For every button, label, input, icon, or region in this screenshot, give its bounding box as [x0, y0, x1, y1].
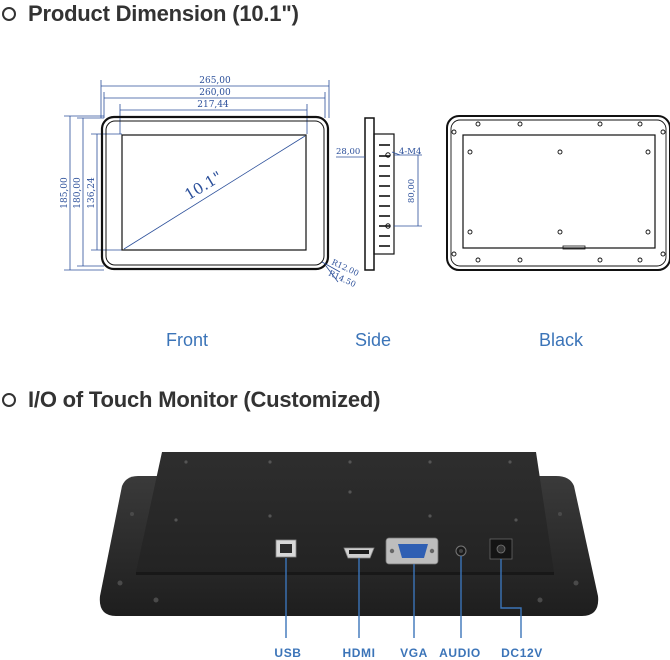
dim-width-mid: 260,00	[199, 88, 231, 98]
case-screw	[428, 460, 432, 464]
mounting-hole	[637, 257, 643, 263]
case-screw	[184, 460, 188, 464]
case-screw	[268, 514, 272, 518]
dim-diagonal: 10.1"	[182, 168, 226, 204]
mounting-hole	[451, 129, 457, 135]
case-screw	[348, 460, 352, 464]
port-label-vga: VGA	[400, 646, 428, 660]
port-label-hdmi: HDMI	[342, 646, 376, 660]
dim-side-height: 80,00	[407, 179, 417, 203]
view-label-side: Side	[354, 330, 392, 350]
case-screw	[268, 460, 272, 464]
vga-port	[385, 537, 439, 565]
section-title-io: I/O of Touch Monitor (Customized)	[0, 386, 380, 414]
dc12v-port	[489, 538, 513, 560]
mounting-hole	[645, 229, 651, 235]
mounting-hole	[645, 149, 651, 155]
mounting-hole	[467, 149, 473, 155]
mounting-hole	[451, 251, 457, 257]
dim-width-inner: 217,44	[197, 100, 229, 110]
mounting-hole	[597, 257, 603, 263]
mounting-hole	[467, 229, 473, 235]
mounting-hole	[660, 129, 666, 135]
back-view-drawing	[446, 115, 670, 271]
mounting-hole	[637, 121, 643, 127]
dim-height-outer: 185,00	[60, 177, 70, 209]
hdmi-port	[343, 547, 375, 559]
monitor-rear-case	[136, 452, 554, 572]
usb-port	[275, 539, 297, 558]
front-view-drawing: 265,00 260,00 217,44 185,00 180,00 136,2…	[60, 76, 360, 289]
view-label-front: Front	[165, 330, 209, 350]
side-view-drawing: 28,00 4-M4 80,00	[336, 117, 422, 271]
dim-side-screw: 4-M4	[399, 147, 421, 157]
mounting-hole	[475, 257, 481, 263]
case-screw	[508, 460, 512, 464]
circle-bullet-icon	[2, 7, 16, 21]
mounting-hole	[557, 229, 563, 235]
case-screw	[514, 518, 518, 522]
case-screw	[348, 490, 352, 494]
port-label-audio: AUDIO	[439, 646, 481, 660]
port-label-usb: USB	[274, 646, 302, 660]
mounting-hole	[660, 251, 666, 257]
case-screw	[174, 518, 178, 522]
view-label-back: Black	[538, 330, 584, 350]
mounting-hole	[517, 121, 523, 127]
section-title-text: I/O of Touch Monitor (Customized)	[28, 387, 381, 412]
dim-height-inner: 136,24	[87, 177, 97, 209]
mounting-hole	[475, 121, 481, 127]
circle-bullet-icon	[2, 393, 16, 407]
case-screw	[428, 514, 432, 518]
mounting-hole	[517, 257, 523, 263]
section-title-text: Product Dimension (10.1")	[28, 1, 299, 26]
dimension-drawing: 265,00 260,00 217,44 185,00 180,00 136,2…	[60, 76, 670, 289]
audio-port	[455, 545, 467, 557]
dim-width-outer: 265,00	[199, 76, 231, 86]
dim-height-mid: 180,00	[73, 177, 83, 209]
mounting-hole	[597, 121, 603, 127]
dim-side-depth: 28,00	[336, 147, 360, 157]
monitor-rear-illustration	[99, 452, 599, 638]
port-label-dc12v: DC12V	[501, 646, 543, 660]
section-title-dimension: Product Dimension (10.1")	[0, 0, 299, 28]
mounting-hole	[557, 149, 563, 155]
